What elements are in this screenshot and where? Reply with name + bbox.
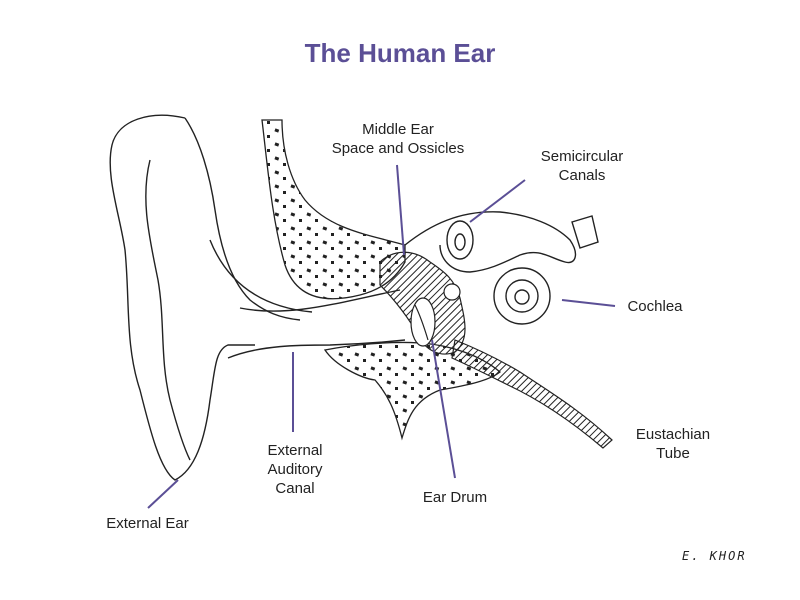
label-cochlea: Cochlea: [627, 298, 683, 315]
auditory-canal-walls: [227, 289, 406, 359]
label-external-ear: External Ear: [106, 515, 189, 532]
diagram-title: The Human Ear: [304, 38, 496, 68]
label-eustachian-tube: Eustachian Tube: [635, 426, 711, 462]
label-semicircular-canals: Semicircular Canals: [540, 148, 624, 184]
label-external-auditory-canal: External Auditory Canal: [267, 442, 323, 497]
leader-cochlea: [561, 299, 616, 307]
external-ear-outline: [109, 114, 313, 481]
eustachian-tube: [451, 339, 613, 449]
leader-middle-ear: [396, 164, 405, 256]
leader-ear-drum: [431, 339, 456, 479]
artist-signature: E. KHOR: [682, 549, 747, 563]
middle-ear-ossicles: [379, 251, 466, 355]
label-middle-ear: Middle Ear Space and Ossicles: [331, 121, 465, 157]
semicircular-canal-loop: [446, 220, 474, 260]
leader-lines: [147, 164, 616, 509]
leader-semicircular: [469, 179, 526, 223]
leader-external-ear: [147, 479, 179, 509]
inner-ear: [404, 211, 599, 325]
cochlea-spiral: [493, 267, 551, 325]
label-ear-drum: Ear Drum: [422, 489, 488, 506]
